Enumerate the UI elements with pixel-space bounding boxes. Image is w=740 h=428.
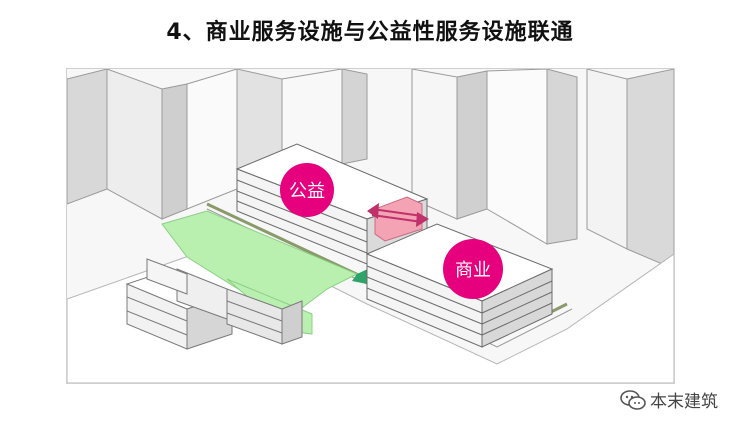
commercial-bubble: 商业 xyxy=(443,239,503,299)
wechat-icon xyxy=(620,389,646,410)
page-title: 4、商业服务设施与公益性服务设施联通 xyxy=(166,20,574,45)
public-welfare-label: 公益 xyxy=(289,181,325,202)
background-towers xyxy=(67,69,674,270)
public-welfare-bubble: 公益 xyxy=(280,163,334,217)
connection-arrow-icon xyxy=(367,203,429,227)
watermark-text: 本末建筑 xyxy=(650,392,718,412)
diagram-frame: 公益 商业 xyxy=(66,68,675,384)
site-diagram: 公益 商业 xyxy=(67,69,674,383)
residential-cluster xyxy=(125,258,303,350)
watermark: 本末建筑 xyxy=(620,387,718,412)
commercial-label: 商业 xyxy=(455,260,491,281)
